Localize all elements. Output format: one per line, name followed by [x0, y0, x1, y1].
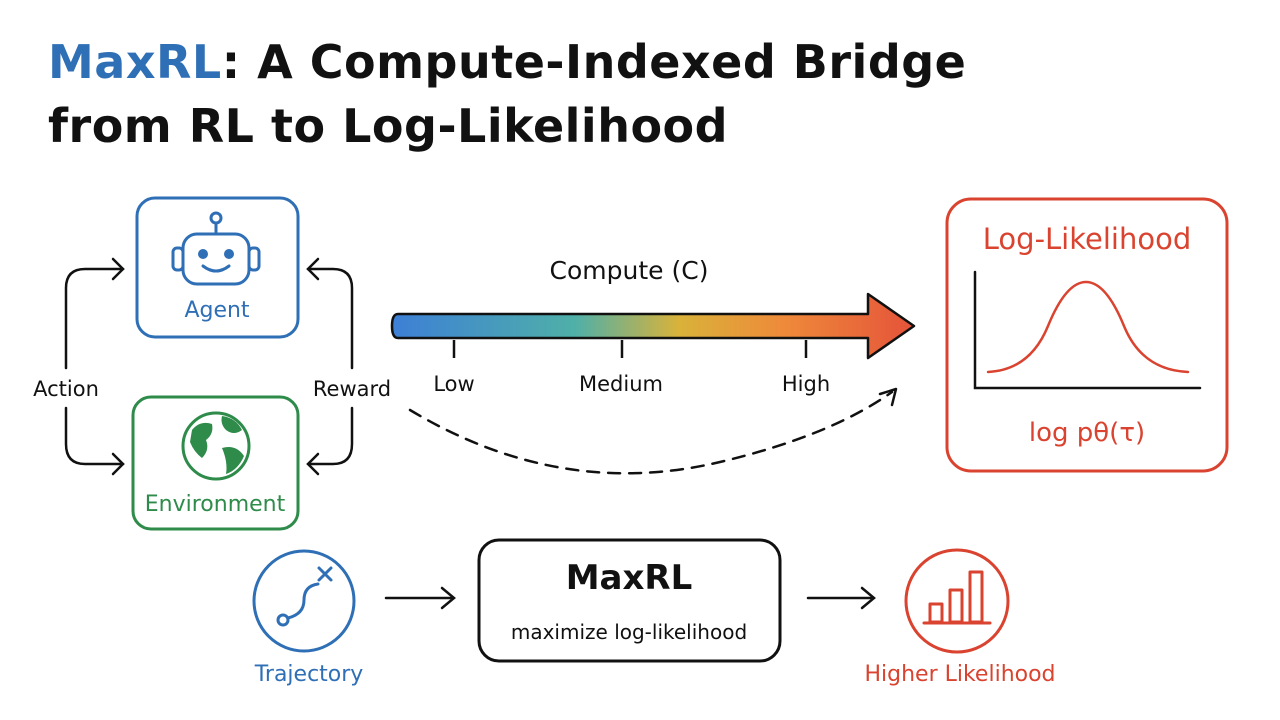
trajectory-icon-group — [252, 549, 356, 653]
trajectory-path-icon — [276, 566, 333, 627]
maxrl-box-subtitle: maximize log-likelihood — [510, 620, 748, 644]
title-accent: MaxRL — [48, 35, 222, 89]
bar-chart-icon — [922, 570, 992, 625]
title-rest: : A Compute-Indexed Bridge — [221, 35, 967, 89]
globe-icon — [181, 411, 251, 481]
maxrl-box — [477, 538, 782, 663]
arrow-to-output — [806, 586, 876, 610]
dashed-bridge-arrow — [408, 387, 898, 475]
compute-arrow — [390, 292, 916, 360]
loglik-title: Log-Likelihood — [982, 222, 1192, 256]
output-icon-group — [904, 548, 1010, 654]
robot-icon — [171, 211, 261, 286]
agent-box — [135, 196, 300, 339]
environment-box — [131, 395, 300, 531]
bell-curve-plot — [973, 270, 1202, 390]
loglik-formula: log pθ(τ) — [1028, 418, 1146, 448]
output-label: Higher Likelihood — [864, 662, 1056, 687]
page-title: MaxRL: A Compute-Indexed Bridge from RL … — [48, 30, 966, 158]
arrow-to-maxrl — [384, 586, 456, 610]
loglik-panel — [945, 197, 1229, 473]
action-loop-arrow — [64, 257, 125, 476]
compute-tick-label-high: High — [781, 372, 831, 396]
title-line-1: MaxRL: A Compute-Indexed Bridge — [48, 30, 966, 94]
agent-label: Agent — [184, 298, 250, 323]
reward-label: Reward — [312, 377, 392, 401]
compute-tick-label-medium: Medium — [579, 372, 663, 396]
action-label: Action — [33, 377, 99, 401]
trajectory-label: Trajectory — [254, 662, 364, 687]
maxrl-box-title: MaxRL — [565, 558, 693, 598]
title-line-2: from RL to Log-Likelihood — [48, 99, 729, 153]
compute-label: Compute (C) — [549, 256, 709, 285]
compute-tick-label-low: Low — [433, 372, 475, 396]
environment-label: Environment — [144, 492, 286, 517]
reward-loop-arrow — [306, 257, 354, 476]
